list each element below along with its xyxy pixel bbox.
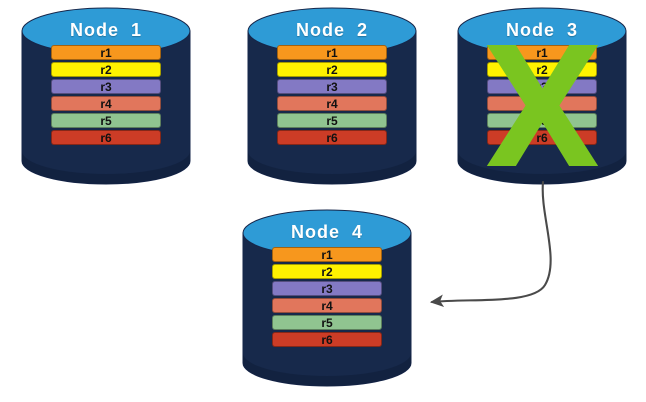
data-row-label: r4: [536, 96, 548, 111]
data-row[interactable]: r4: [487, 96, 597, 111]
data-row-label: r1: [536, 45, 548, 60]
data-row[interactable]: r3: [272, 281, 382, 296]
data-row-label: r6: [536, 130, 548, 145]
data-row[interactable]: r2: [272, 264, 382, 279]
node-rows: r1 r2 r3 r4 r5 r6: [458, 45, 626, 145]
data-row[interactable]: r3: [487, 79, 597, 94]
data-row-label: r4: [321, 298, 333, 313]
cylinder-bottom-shade: [22, 151, 190, 184]
data-row[interactable]: r5: [272, 315, 382, 330]
data-row[interactable]: r1: [51, 45, 161, 60]
data-row[interactable]: r1: [487, 45, 597, 60]
data-row[interactable]: r5: [487, 113, 597, 128]
data-row[interactable]: r3: [277, 79, 387, 94]
data-row[interactable]: r3: [51, 79, 161, 94]
cylinder-bottom-shade: [458, 151, 626, 184]
data-row-label: r3: [326, 79, 338, 94]
data-row-label: r1: [326, 45, 338, 60]
data-row[interactable]: r2: [487, 62, 597, 77]
data-row-label: r2: [100, 62, 112, 77]
data-row-label: r5: [536, 113, 548, 128]
data-row[interactable]: r4: [272, 298, 382, 313]
data-row[interactable]: r4: [277, 96, 387, 111]
data-row-label: r5: [321, 315, 333, 330]
data-row-label: r1: [321, 247, 333, 262]
data-row[interactable]: r4: [51, 96, 161, 111]
data-row[interactable]: r6: [51, 130, 161, 145]
cylinder-bottom-shade: [248, 151, 416, 184]
data-row-label: r2: [326, 62, 338, 77]
data-row-label: r4: [326, 96, 338, 111]
data-row[interactable]: r6: [487, 130, 597, 145]
data-row-label: r5: [326, 113, 338, 128]
data-row-label: r1: [100, 45, 112, 60]
data-row[interactable]: r6: [272, 332, 382, 347]
data-row-label: r2: [321, 264, 333, 279]
data-row[interactable]: r1: [277, 45, 387, 60]
data-row-label: r6: [326, 130, 338, 145]
data-row-label: r4: [100, 96, 112, 111]
data-row[interactable]: r5: [277, 113, 387, 128]
node-rows: r1 r2 r3 r4 r5 r6: [248, 45, 416, 145]
data-row[interactable]: r1: [272, 247, 382, 262]
data-row-label: r3: [536, 79, 548, 94]
data-row-label: r2: [536, 62, 548, 77]
node-rows: r1 r2 r3 r4 r5 r6: [22, 45, 190, 145]
data-row[interactable]: r2: [277, 62, 387, 77]
replication-arrow: [429, 180, 552, 308]
data-row[interactable]: r5: [51, 113, 161, 128]
data-row-label: r3: [100, 79, 112, 94]
data-row[interactable]: r2: [51, 62, 161, 77]
data-row-label: r6: [100, 130, 112, 145]
data-row-label: r6: [321, 332, 333, 347]
data-row-label: r5: [100, 113, 112, 128]
data-row-label: r3: [321, 281, 333, 296]
node-rows: r1 r2 r3 r4 r5 r6: [243, 247, 411, 347]
cylinder-bottom-shade: [243, 353, 411, 386]
data-row[interactable]: r6: [277, 130, 387, 145]
